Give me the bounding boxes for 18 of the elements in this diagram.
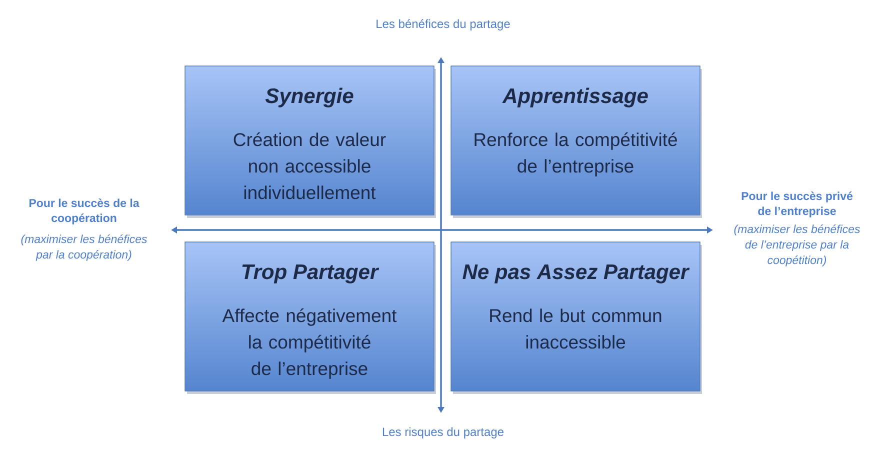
axis-note: (maximiser les bénéfices de l’entreprise par la coopétition) bbox=[734, 224, 860, 266]
axis-label: Pour le succès de la coopération bbox=[30, 198, 140, 224]
quadrant-box bbox=[450, 66, 702, 218]
axis-note: (maximiser les bénéfices par la coopération) bbox=[21, 234, 147, 261]
quadrant-title: Ne pas Assez Partager bbox=[462, 264, 690, 284]
quadrant-box bbox=[184, 66, 436, 218]
quadrant-text: Rend le but commun inaccessible bbox=[490, 308, 662, 349]
quadrant-text: Affecte négativement la compétitivité de l’entreprise bbox=[222, 308, 397, 379]
axis-label: Les bénéfices du partage bbox=[376, 19, 510, 30]
axis-label: Pour le succès privé de l’entreprise bbox=[742, 192, 853, 218]
quadrant-box bbox=[450, 242, 702, 394]
quadrant-box bbox=[184, 242, 436, 394]
quadrant-text: Création de valeur non accessible individuellement bbox=[234, 132, 386, 200]
quadrant-title: Apprentissage bbox=[502, 88, 648, 108]
quadrant-text: Renforce la compétitivité de l’entreprise bbox=[474, 132, 677, 176]
quadrant-title: Synergie bbox=[265, 88, 354, 108]
quadrant-title: Trop Partager bbox=[242, 264, 380, 284]
axis-label: Les risques du partage bbox=[382, 427, 504, 438]
